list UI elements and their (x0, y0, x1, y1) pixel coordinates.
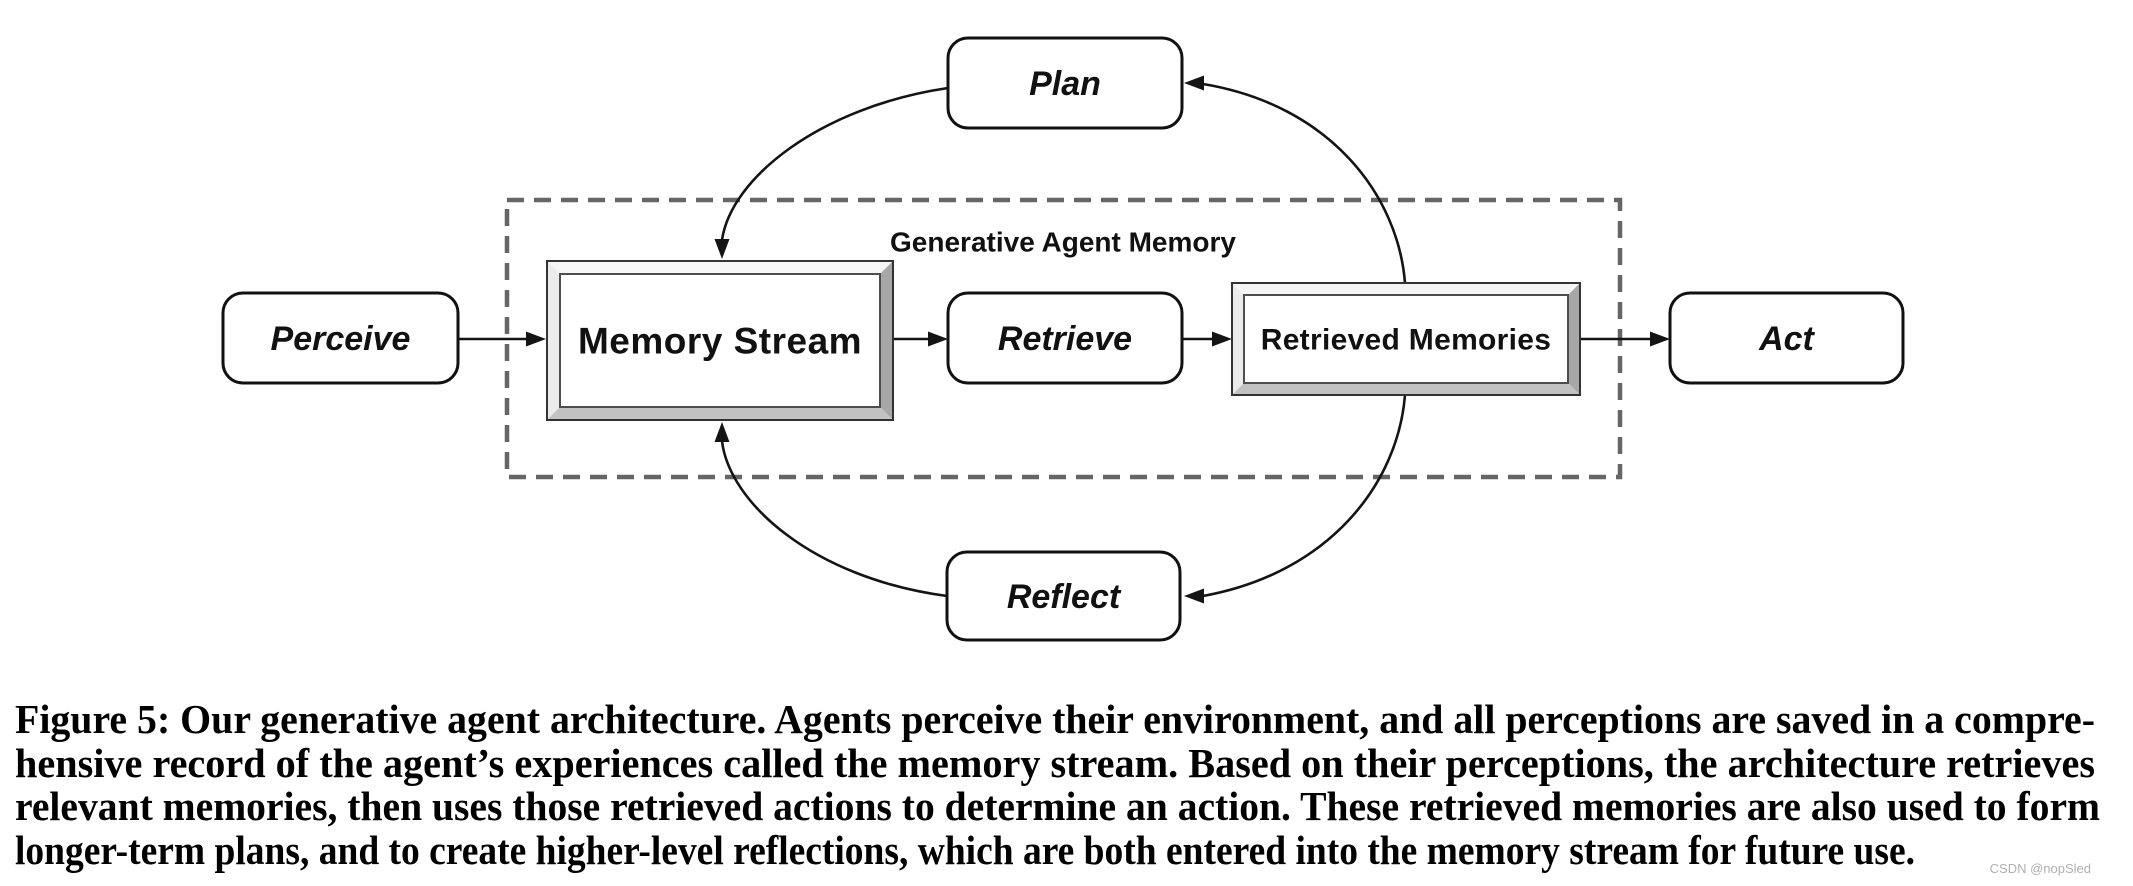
arrowhead-into-retrieve (928, 331, 948, 347)
memory-stream-label: Memory Stream (578, 321, 862, 362)
watermark: CSDN @nopSled (1989, 861, 2091, 876)
retrieve-label: Retrieve (998, 320, 1132, 358)
region-label: Generative Agent Memory (890, 227, 1236, 258)
arrowhead-into-retrieved-memories (1212, 331, 1232, 347)
arrowhead-into-memory-stream-bottom (714, 422, 730, 442)
arrowhead-into-memory-stream-left (526, 331, 546, 347)
node-memory-stream: Memory Stream (546, 260, 894, 421)
node-perceive: Perceive (221, 291, 460, 385)
retrieved-memories-bevel-bottom (1232, 383, 1580, 395)
node-act: Act (1668, 291, 1905, 385)
retrieved-memories-label: Retrieved Memories (1261, 324, 1552, 357)
edge-plan-to-memory-stream (720, 86, 949, 241)
memory-stream-inner-frame (559, 273, 881, 408)
retrieved-memories-bevel-left (1232, 283, 1244, 395)
edge-reflect-to-memory-stream (720, 440, 948, 598)
perceive-box (221, 291, 460, 385)
memory-stream-bevel-left (547, 261, 560, 420)
arrowhead-into-plan (1184, 75, 1204, 91)
node-retrieved-memories: Retrieved Memories (1231, 282, 1581, 396)
plan-box (946, 36, 1184, 130)
figure-caption: Figure 5: Our generative agent architect… (15, 696, 2105, 873)
perceive-label: Perceive (271, 320, 411, 358)
reflect-box (945, 550, 1182, 642)
edge-retrieved-memories-to-plan (1202, 82, 1407, 284)
memory-stream-bevel-top (547, 261, 893, 274)
act-box (1668, 291, 1905, 385)
node-retrieve: Retrieve (946, 291, 1184, 385)
act-label: Act (1758, 320, 1815, 358)
retrieve-box (946, 291, 1184, 385)
plan-label: Plan (1029, 65, 1101, 103)
agent-architecture-diagram: Generative Agent Memory Plan (221, 36, 1905, 642)
memory-stream-bevel-bottom (547, 407, 893, 420)
retrieved-memories-inner-frame (1243, 294, 1569, 384)
retrieved-memories-bevel-top (1232, 283, 1580, 295)
memory-stream-outer-frame (546, 260, 894, 421)
caption-line-3: relevant memories, then uses those retri… (15, 783, 2100, 829)
memory-stream-bevel-right (880, 261, 893, 420)
node-plan: Plan (946, 36, 1184, 130)
arrowhead-into-act (1650, 331, 1670, 347)
arrowhead-into-memory-stream-top (714, 239, 730, 259)
reflect-label: Reflect (1007, 578, 1122, 616)
caption-line-4: longer-term plans, and to create higher-… (15, 826, 1915, 873)
retrieved-memories-outer-frame (1231, 282, 1581, 396)
edge-retrieved-memories-to-reflect (1202, 394, 1407, 598)
caption-line-2: hensive record of the agent’s experience… (15, 739, 2095, 786)
node-reflect: Reflect (945, 550, 1182, 642)
caption-line-1: Figure 5: Our generative agent architect… (15, 696, 2095, 742)
arrowhead-into-reflect (1184, 588, 1204, 604)
retrieved-memories-bevel-right (1568, 283, 1580, 395)
